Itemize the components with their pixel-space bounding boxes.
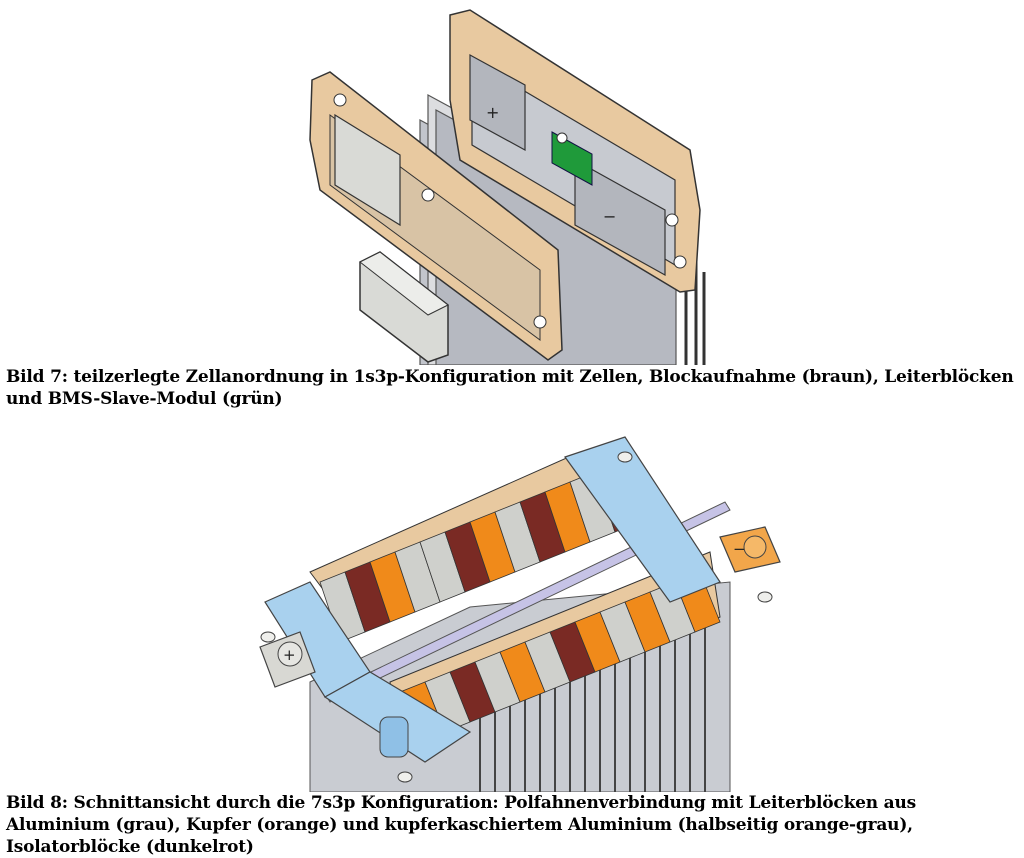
- terminal-minus: −: [719, 526, 781, 573]
- bms-slave-module: [551, 131, 593, 186]
- frame-hole: [533, 315, 547, 329]
- plus-symbol: +: [283, 646, 296, 664]
- conductor-block-top: [359, 251, 449, 316]
- conductor-block-mounted: [334, 113, 401, 227]
- frame-hole: [333, 93, 347, 107]
- frame-hole: [665, 213, 679, 227]
- figure-7-caption: Bild 7: teilzerlegte Zellanordnung in 1s…: [6, 367, 1014, 409]
- module-sectional-drawing: + −: [259, 436, 781, 793]
- minus-symbol: −: [603, 207, 616, 226]
- end-plate-right: [564, 436, 721, 603]
- figure-8-illustration: + −: [250, 432, 790, 793]
- frame-hole: [673, 255, 687, 269]
- terminal-plus: +: [259, 631, 316, 688]
- conductor-tab-minus: [574, 158, 666, 277]
- minus-symbol: −: [733, 540, 746, 558]
- bolts: [260, 451, 773, 783]
- frame-hole: [556, 132, 568, 144]
- conductor-blocks-lower: [399, 571, 721, 743]
- end-plate-slot: [379, 716, 409, 758]
- figure-8-caption: Bild 8: Schnittansicht durch die 7s3p Ko…: [6, 793, 916, 857]
- figure-7-illustration: + −: [300, 0, 720, 366]
- cell-stack-exploded-drawing: + −: [309, 9, 706, 366]
- plus-symbol: +: [486, 103, 499, 122]
- conductor-tab-plus: [469, 53, 526, 152]
- frame-hole: [421, 188, 435, 202]
